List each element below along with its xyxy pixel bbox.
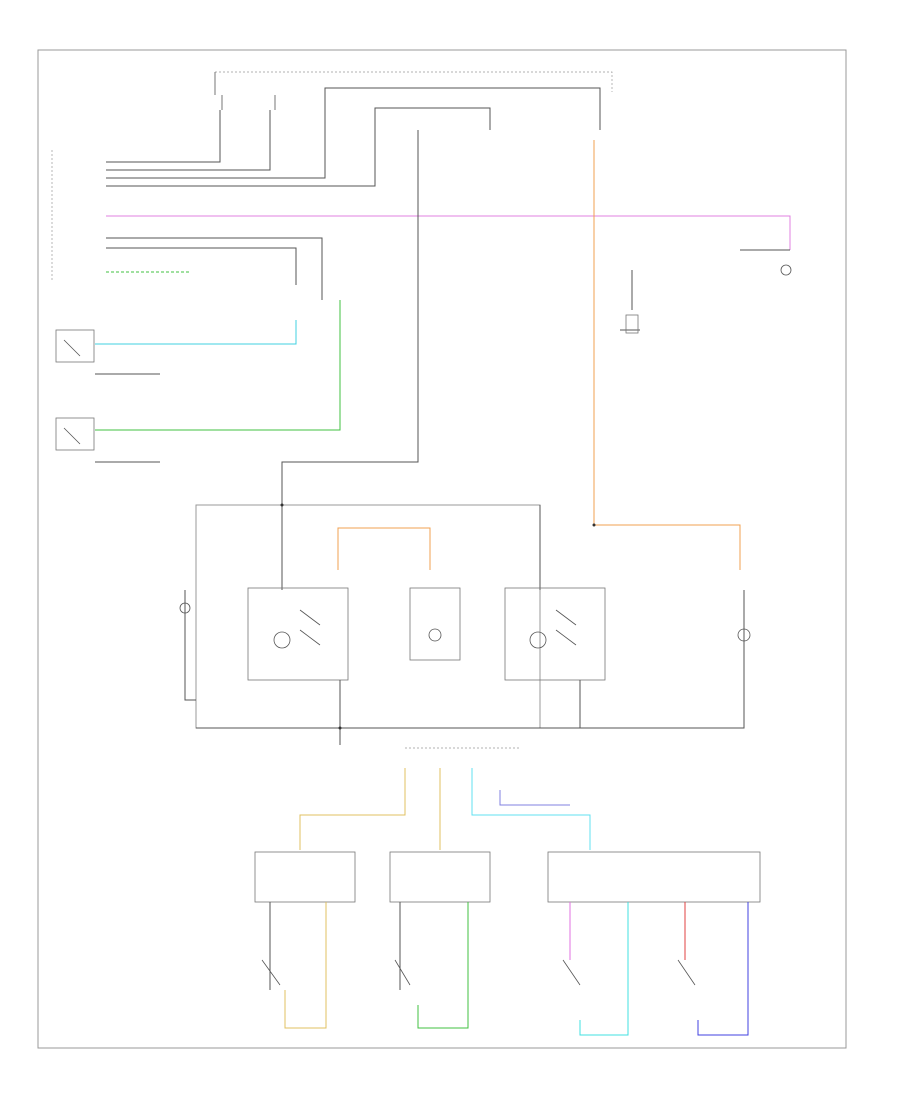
switch-legs (269, 902, 401, 990)
ground-wires-left (95, 373, 160, 463)
orange-lamp-wire-right (594, 524, 741, 570)
rear-dome-switch-box (504, 587, 606, 681)
cyan-return (579, 902, 629, 1036)
courtesy-lamp-wire (184, 590, 196, 701)
left-rear-door-switch (55, 329, 95, 363)
diagram-border (37, 49, 847, 1049)
light-blue-wire (471, 768, 591, 850)
reading-lamp-icon (428, 628, 442, 642)
hot-at-all-times-bus (215, 71, 613, 92)
contact-icon (299, 609, 321, 646)
switch-arm-icon (63, 427, 81, 445)
green-return (417, 902, 469, 1029)
lamp-return-wires (339, 680, 581, 745)
door-switch-contacts (261, 959, 696, 986)
liftgate-switch-box (547, 851, 761, 903)
front-dome-switch-box (247, 587, 349, 681)
left-reading-lamp-box (409, 587, 461, 661)
cyan-wire (95, 320, 297, 345)
switch-arm-icon (63, 339, 81, 357)
center-feed-wire (281, 130, 419, 505)
lamp-ground-bus (196, 700, 745, 729)
blue-return (697, 902, 749, 1036)
yellow-wire (299, 768, 406, 850)
passenger-door-switch-box (389, 851, 491, 903)
pink-wire (106, 215, 791, 250)
green-wire (95, 300, 341, 431)
contact-icon (555, 609, 577, 646)
trunk-lamp-icon (780, 264, 792, 276)
driver-door-switch-box (254, 851, 356, 903)
orange-lamp-wire-left (337, 527, 431, 570)
yellow-return (284, 902, 327, 1029)
dome-lamp-icon (273, 631, 291, 649)
ground-connector (625, 314, 639, 334)
bcm-power-wires (106, 87, 601, 300)
fuse-block-top (214, 72, 276, 110)
right-rear-door-switch (55, 417, 95, 451)
ground-branch-right (620, 270, 640, 331)
dome-lamp-icon (529, 631, 547, 649)
violet-wire (499, 790, 570, 806)
